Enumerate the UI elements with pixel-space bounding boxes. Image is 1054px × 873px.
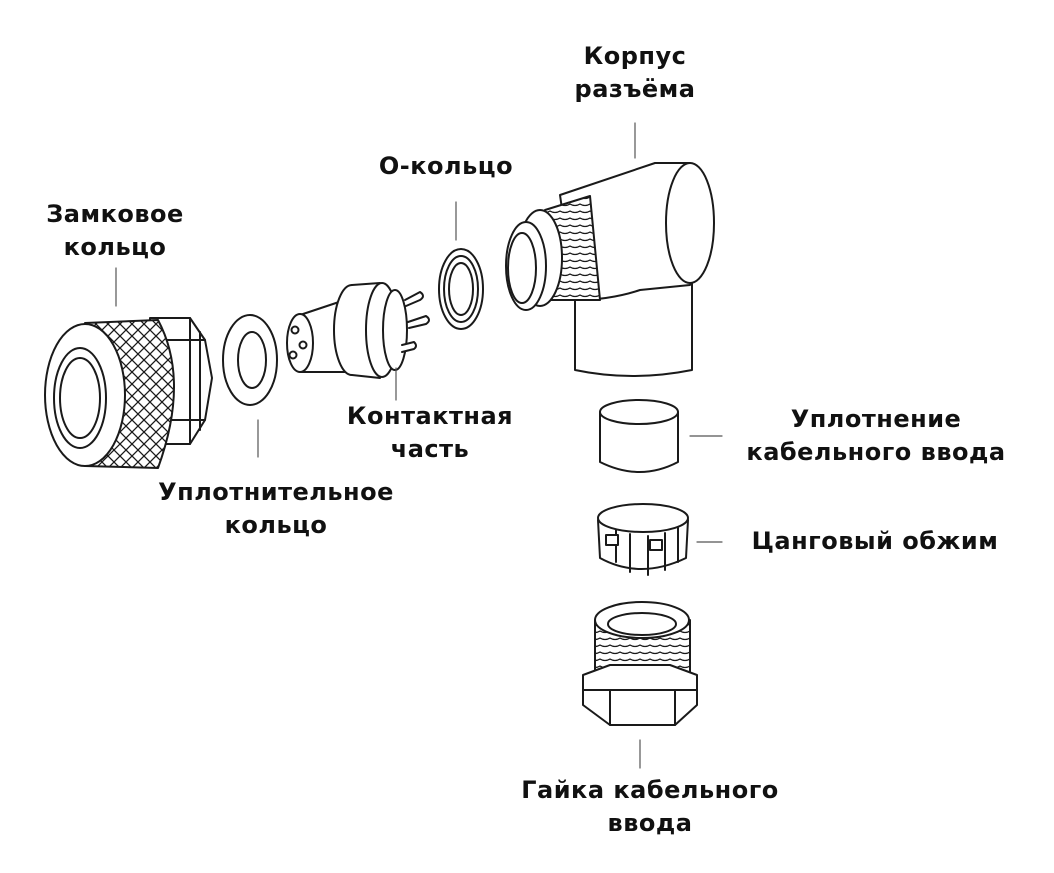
label-line: кабельного ввода	[746, 438, 1006, 466]
cable-gland-seal-part	[599, 399, 679, 473]
label-connector-housing: Корпус разъёма	[555, 40, 715, 106]
label-line: кольцо	[63, 233, 167, 261]
label-line: Контактная	[346, 402, 514, 430]
label-line: Гайка кабельного	[521, 776, 779, 804]
label-locking-ring: Замковое кольцо	[30, 198, 200, 264]
label-line: Замковое	[46, 200, 184, 228]
label-cable-gland-nut: Гайка кабельного ввода	[500, 774, 800, 840]
label-line: разъёма	[574, 75, 696, 103]
o-ring-part	[438, 248, 484, 330]
label-contact-part: Контактная часть	[330, 400, 530, 466]
label-line: ввода	[607, 809, 693, 837]
label-line: Корпус	[583, 42, 687, 70]
connector-housing-part	[505, 162, 715, 377]
label-line: Уплотнительное	[158, 478, 394, 506]
label-line: Уплотнение	[790, 405, 962, 433]
collet-clamp-part	[597, 503, 689, 576]
sealing-ring-part	[222, 314, 278, 406]
label-line: О-кольцо	[378, 152, 514, 180]
label-line: кольцо	[224, 511, 328, 539]
label-collet-clamp: Цанговый обжим	[730, 525, 1020, 558]
label-line: Цанговый обжим	[751, 527, 999, 555]
label-o-ring: О-кольцо	[366, 150, 526, 183]
locking-ring-part	[44, 317, 213, 469]
contact-part	[286, 282, 430, 379]
cable-gland-nut-part	[582, 601, 698, 726]
leader-lines	[115, 122, 723, 769]
label-cable-gland-seal: Уплотнение кабельного ввода	[728, 403, 1024, 469]
label-sealing-ring: Уплотнительное кольцо	[140, 476, 412, 542]
label-line: часть	[390, 435, 470, 463]
